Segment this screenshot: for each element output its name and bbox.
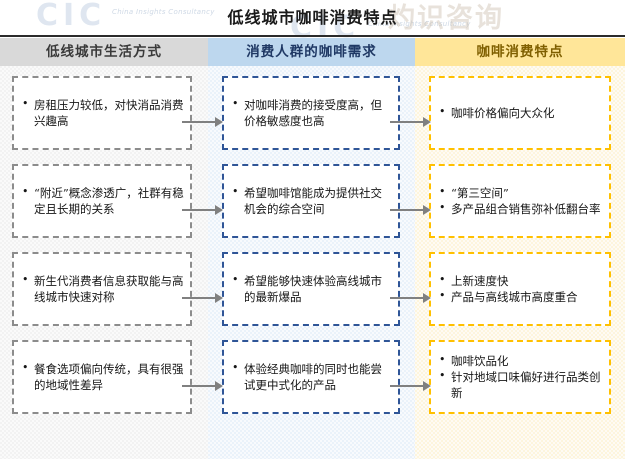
card-bullet: 对咖啡消费的接受度高，但价格敏感度也高 [224,96,398,129]
arrow-head-icon [215,117,223,127]
column-body-demand: 对咖啡消费的接受度高，但价格敏感度也高 希望咖啡馆能成为提供社交机会的综合空间 … [208,66,415,459]
arrow-row4-col2-col3 [390,381,432,391]
arrow-head-icon [423,293,431,303]
card-bullet: 多产品组合销售弥补低翻台率 [431,200,609,217]
card-features-1[interactable]: 咖啡价格偏向大众化 [429,76,611,150]
card-bullet: 上新速度快 [431,272,609,289]
card-bullet: 产品与高线城市高度重合 [431,288,609,305]
arrow-row2-col1-col2 [182,205,224,215]
card-demand-1[interactable]: 对咖啡消费的接受度高，但价格敏感度也高 [222,76,400,150]
column-body-lifestyle: 房租压力较低，对快消品消费兴趣高 “附近”概念渗透广，社群有稳定且长期的关系 新… [0,66,208,459]
card-bullet: “第三空间” [431,184,609,201]
card-bullet: 新生代消费者信息获取能与高线城市快速对称 [14,272,190,305]
card-lifestyle-1[interactable]: 房租压力较低，对快消品消费兴趣高 [12,76,192,150]
title-divider [0,35,625,37]
arrow-row3-col2-col3 [390,293,432,303]
column-header-features: 咖啡消费特点 [415,38,625,66]
arrow-row1-col2-col3 [390,117,432,127]
arrow-shaft [182,297,216,299]
arrow-head-icon [215,381,223,391]
column-header-demand: 消费人群的咖啡需求 [208,38,415,66]
box-list-demand: 对咖啡消费的接受度高，但价格敏感度也高 希望咖啡馆能成为提供社交机会的综合空间 … [208,66,415,459]
arrow-shaft [390,121,424,123]
arrow-head-icon [423,381,431,391]
column-lifestyle: 低线城市生活方式 房租压力较低，对快消品消费兴趣高 “附近”概念渗透广，社群有稳… [0,38,208,459]
arrow-head-icon [423,117,431,127]
card-bullet: 房租压力较低，对快消品消费兴趣高 [14,96,190,129]
card-demand-2[interactable]: 希望咖啡馆能成为提供社交机会的综合空间 [222,164,400,238]
arrow-row1-col1-col2 [182,117,224,127]
arrow-shaft [182,209,216,211]
arrow-shaft [182,121,216,123]
column-demand: 消费人群的咖啡需求 对咖啡消费的接受度高，但价格敏感度也高 希望咖啡馆能成为提供… [208,38,415,459]
arrow-shaft [390,209,424,211]
comparison-grid: 低线城市生活方式 房租压力较低，对快消品消费兴趣高 “附近”概念渗透广，社群有稳… [0,38,625,459]
arrow-head-icon [423,205,431,215]
arrow-shaft [182,385,216,387]
arrow-shaft [390,297,424,299]
card-bullet: 咖啡价格偏向大众化 [431,104,609,121]
card-features-4[interactable]: 咖啡饮品化 针对地域口味偏好进行品类创新 [429,340,611,414]
card-demand-4[interactable]: 体验经典咖啡的同时也能尝试更中式化的产品 [222,340,400,414]
arrow-shaft [390,385,424,387]
card-lifestyle-2[interactable]: “附近”概念渗透广，社群有稳定且长期的关系 [12,164,192,238]
page-title: 低线城市咖啡消费特点 [227,8,398,27]
card-bullet: 餐食选项偏向传统，具有很强的地域性差异 [14,360,190,393]
column-body-features: 咖啡价格偏向大众化 “第三空间” 多产品组合销售弥补低翻台率 上新速度快 产品与… [415,66,625,459]
column-header-lifestyle: 低线城市生活方式 [0,38,208,66]
arrow-row4-col1-col2 [182,381,224,391]
card-lifestyle-4[interactable]: 餐食选项偏向传统，具有很强的地域性差异 [12,340,192,414]
card-bullet: 咖啡饮品化 [431,352,609,369]
card-bullet: “附近”概念渗透广，社群有稳定且长期的关系 [14,184,190,217]
box-list-features: 咖啡价格偏向大众化 “第三空间” 多产品组合销售弥补低翻台率 上新速度快 产品与… [415,66,625,459]
card-lifestyle-3[interactable]: 新生代消费者信息获取能与高线城市快速对称 [12,252,192,326]
box-list-lifestyle: 房租压力较低，对快消品消费兴趣高 “附近”概念渗透广，社群有稳定且长期的关系 新… [0,66,208,459]
arrow-row3-col1-col2 [182,293,224,303]
card-demand-3[interactable]: 希望能够快速体验高线城市的最新爆品 [222,252,400,326]
column-features: 咖啡消费特点 咖啡价格偏向大众化 “第三空间” 多产品组合销售弥补低翻台率 [415,38,625,459]
card-bullet: 希望能够快速体验高线城市的最新爆品 [224,272,398,305]
card-features-3[interactable]: 上新速度快 产品与高线城市高度重合 [429,252,611,326]
arrow-row2-col2-col3 [390,205,432,215]
arrow-head-icon [215,293,223,303]
card-bullet: 针对地域口味偏好进行品类创新 [431,368,609,401]
page-title-wrap: 低线城市咖啡消费特点 [0,4,625,28]
card-bullet: 希望咖啡馆能成为提供社交机会的综合空间 [224,184,398,217]
arrow-head-icon [215,205,223,215]
card-features-2[interactable]: “第三空间” 多产品组合销售弥补低翻台率 [429,164,611,238]
card-bullet: 体验经典咖啡的同时也能尝试更中式化的产品 [224,360,398,393]
